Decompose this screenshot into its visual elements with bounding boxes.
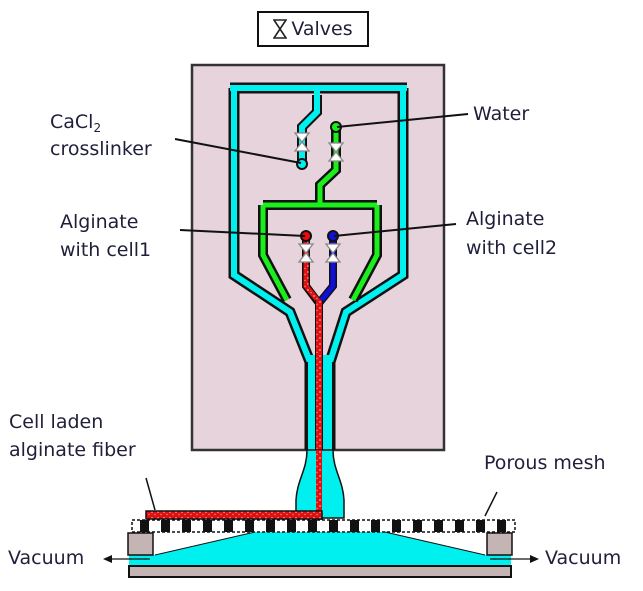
mesh-block	[476, 520, 485, 532]
right-support	[486, 532, 513, 556]
collection-bath	[129, 532, 511, 566]
label-vacuum-left: Vacuum	[8, 547, 85, 569]
mesh-block	[266, 520, 275, 532]
leader-cell2	[333, 223, 457, 237]
label-crosslinker: crosslinker	[50, 138, 152, 160]
mesh-block	[371, 520, 380, 532]
mesh-block	[203, 520, 212, 532]
valve-icon	[293, 132, 345, 263]
water-channel	[258, 128, 382, 303]
leader-cell1	[179, 229, 306, 237]
mesh-block	[224, 520, 233, 532]
base-plate	[128, 565, 512, 578]
label-alginate2-line1: Alginate	[466, 208, 545, 230]
label-cacl2-sub: 2	[93, 121, 102, 135]
mesh-block	[392, 520, 401, 532]
mesh-block	[287, 520, 296, 532]
label-porous-mesh: Porous mesh	[484, 452, 606, 474]
label-fiber-line2: alginate fiber	[9, 439, 136, 461]
label-cacl2: CaCl2	[50, 110, 101, 140]
porous-mesh	[131, 519, 516, 533]
leader-water	[336, 113, 469, 128]
leader-cacl2	[174, 138, 302, 164]
legend-label: Valves	[291, 18, 353, 40]
valve-icon	[273, 19, 288, 39]
mesh-block	[329, 520, 338, 532]
mesh-block	[413, 520, 422, 532]
mesh-block	[245, 520, 254, 532]
label-alginate1-line1: Alginate	[60, 211, 139, 233]
label-alginate1-line2: with cell1	[60, 239, 152, 261]
valve-legend: Valves	[257, 11, 369, 47]
leader-fiber	[145, 477, 156, 511]
mesh-block	[182, 520, 191, 532]
mesh-block	[455, 520, 464, 532]
alginate-fiber	[145, 510, 323, 520]
vacuum-arrow-right	[490, 555, 539, 563]
mesh-block	[434, 520, 443, 532]
mesh-block	[308, 520, 317, 532]
label-water: Water	[473, 103, 530, 125]
leader-mesh	[484, 491, 498, 517]
mesh-block	[497, 520, 506, 532]
label-fiber-line1: Cell laden	[9, 411, 104, 433]
label-alginate2-line2: with cell2	[466, 237, 558, 259]
vacuum-arrow-left	[103, 555, 150, 563]
label-vacuum-right: Vacuum	[545, 547, 622, 569]
crosslinker-inlet	[296, 158, 308, 170]
label-cacl2-main: CaCl	[50, 111, 94, 133]
mesh-block	[140, 520, 149, 532]
mesh-block	[161, 520, 170, 532]
mesh-block	[350, 520, 359, 532]
left-support	[127, 532, 154, 556]
